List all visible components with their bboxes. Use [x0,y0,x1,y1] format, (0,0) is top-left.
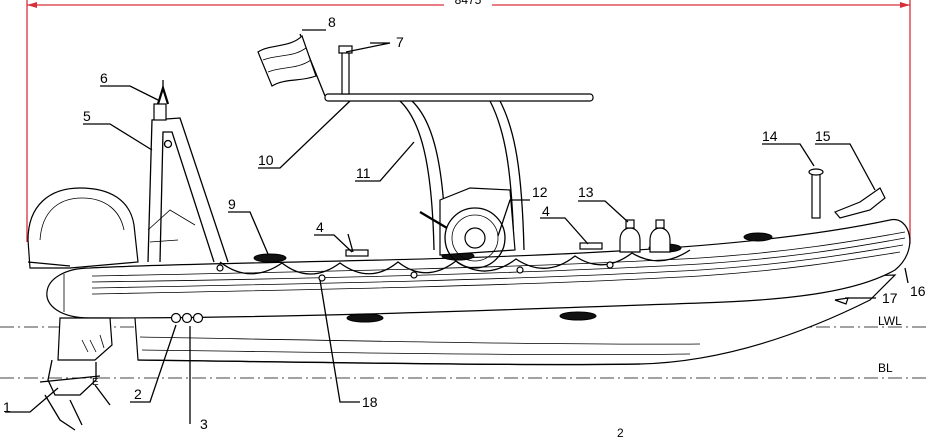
gas-bottles [619,219,671,253]
callout-6: 6 [100,70,108,86]
callout-8: 8 [328,14,336,30]
radar-arch [147,103,229,263]
callout-15: 15 [815,128,831,144]
callout-3: 3 [200,416,208,432]
callout-12: 12 [532,184,548,200]
stern-drain-ports [170,312,204,324]
callout-17: 17 [882,290,898,306]
callout-14: 14 [762,128,778,144]
callout-16: 16 [910,283,926,299]
navigation-light [156,80,170,105]
console-t-top [324,45,594,256]
callout-4-stern: 4 [316,219,324,235]
overall-length-dimension: 8 4 7 5 [26,0,911,244]
callout-7: 7 [396,34,404,50]
partial-number: 2 [617,426,624,437]
callout-2: 2 [134,386,142,402]
callout-5: 5 [83,108,91,124]
callout-13: 13 [578,184,594,200]
callout-labels: 1 2 3 4 4 5 6 7 8 9 10 11 12 13 14 15 16… [3,14,926,440]
callout-4-bow: 4 [542,203,550,219]
callout-11: 11 [356,165,371,181]
bl-label: BL [878,361,893,375]
callout-9: 9 [228,196,236,212]
leader-lines [5,29,909,424]
callout-1: 1 [3,399,11,415]
bow-fittings [808,168,886,219]
svg-text:E: E [92,377,99,388]
dimension-label: 8475 [455,0,482,7]
lwl-label: LWL [878,314,902,328]
outboard-engine: E [27,187,139,431]
bow-eye [834,297,849,305]
steering-wheel [419,207,506,269]
cleats [345,233,603,257]
flag [257,33,326,97]
callout-18: 18 [362,394,378,410]
callout-10: 10 [258,152,274,168]
